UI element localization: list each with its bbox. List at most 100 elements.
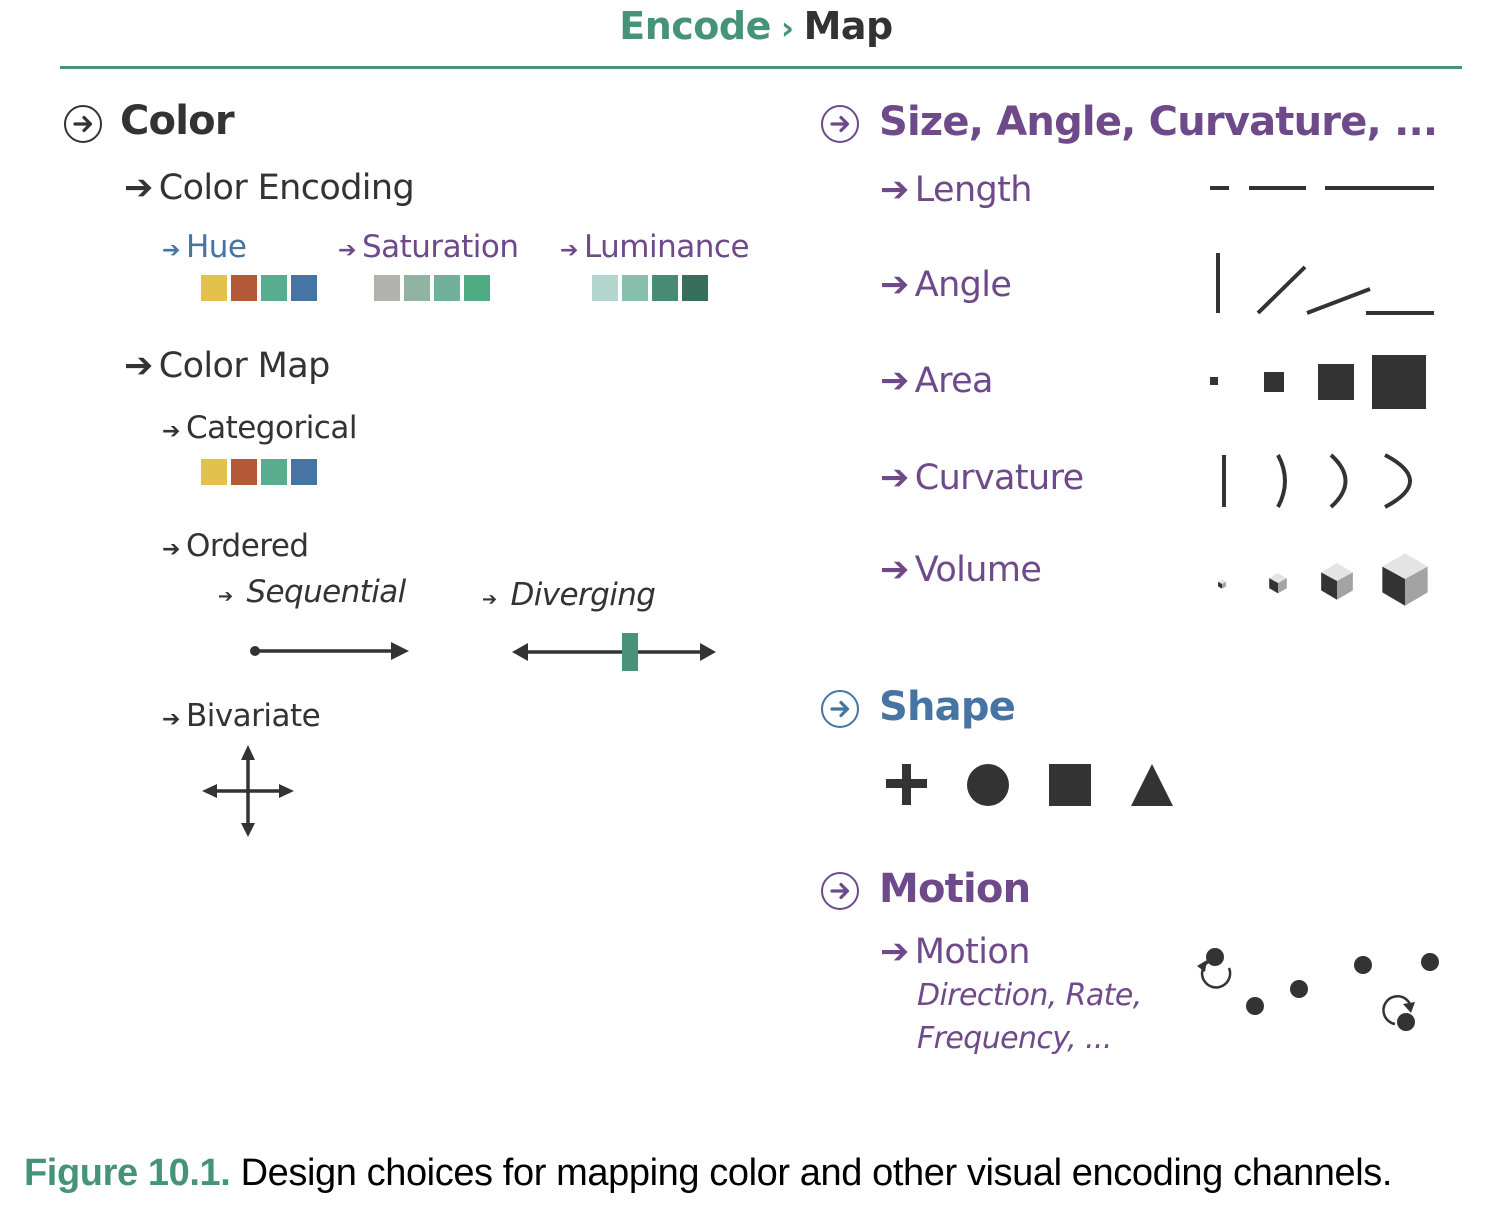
sequential-heading: ➔Sequential — [218, 574, 406, 610]
triangle-shape-icon — [1131, 764, 1173, 806]
section-title-color: Color — [120, 98, 235, 144]
diverging-arrow-icon — [512, 633, 716, 671]
color-swatch — [652, 275, 678, 301]
motion-rotating-dot-2 — [1382, 994, 1415, 1031]
circled-arrow-right-icon — [821, 872, 859, 910]
area-mark-3 — [1318, 364, 1354, 400]
circled-arrow-right-icon — [821, 690, 859, 728]
color-swatch — [434, 275, 460, 301]
circle-shape-icon — [967, 764, 1009, 806]
size-item-length: ➔Length — [880, 170, 1032, 210]
angle-marks — [1216, 253, 1434, 315]
color-map-heading: ➔Color Map — [124, 346, 330, 386]
motion-dot — [1290, 980, 1308, 998]
arrow-right-icon: ➔ — [880, 170, 909, 210]
size-item-volume: ➔Volume — [880, 550, 1042, 590]
curve-mark-3 — [1384, 453, 1412, 509]
area-mark-4 — [1372, 355, 1426, 409]
square-shape-icon — [1049, 764, 1091, 806]
caption-text: Design choices for mapping color and oth… — [240, 1152, 1393, 1194]
length-marks — [1210, 186, 1434, 190]
color-swatch — [374, 275, 400, 301]
color-swatch — [404, 275, 430, 301]
sequential-arrow-icon — [250, 642, 409, 660]
arrow-right-icon: ➔ — [162, 419, 180, 444]
color-swatch — [464, 275, 490, 301]
area-mark-2 — [1264, 372, 1284, 392]
angle-mark-45 — [1256, 265, 1307, 315]
color-swatch — [201, 459, 227, 485]
luminance-swatches — [592, 275, 708, 301]
color-swatch — [592, 275, 618, 301]
hue-heading: ➔Hue — [162, 229, 247, 265]
page-title: Encode›Map — [0, 4, 1512, 48]
arrow-right-icon: ➔ — [880, 932, 909, 972]
circled-arrow-right-icon — [821, 105, 859, 143]
arrow-right-icon: ➔ — [482, 589, 497, 610]
arrow-right-icon: ➔ — [162, 707, 180, 732]
angle-mark-22 — [1306, 287, 1371, 315]
size-item-curvature: ➔Curvature — [880, 458, 1084, 498]
arrow-right-icon: ➔ — [124, 168, 153, 208]
area-mark-1 — [1210, 377, 1218, 385]
color-swatch — [261, 459, 287, 485]
breadcrumb-current: Map — [803, 4, 894, 48]
arrow-right-icon: ➔ — [880, 550, 909, 590]
arrow-right-icon: ➔ — [880, 361, 909, 401]
section-title-motion: Motion — [879, 866, 1031, 912]
color-swatch — [231, 275, 257, 301]
arrow-right-icon: ➔ — [880, 265, 909, 305]
bivariate-cross-arrows-icon — [202, 745, 294, 837]
curvature-marks — [1222, 453, 1412, 509]
color-swatch — [261, 275, 287, 301]
curve-mark-1 — [1276, 454, 1287, 508]
figure-label: Figure 10.1. — [24, 1152, 231, 1194]
arrow-right-icon: ➔ — [560, 238, 578, 263]
volume-mark-2 — [1269, 573, 1287, 594]
motion-rotating-dot-1 — [1197, 948, 1232, 989]
arrow-right-icon: ➔ — [218, 586, 233, 607]
size-item-area: ➔Area — [880, 361, 993, 401]
color-swatch — [291, 275, 317, 301]
volume-mark-4 — [1382, 553, 1428, 606]
volume-mark-1 — [1218, 579, 1226, 589]
arrow-right-icon: ➔ — [338, 238, 356, 263]
volume-mark-3 — [1321, 563, 1353, 600]
section-title-shape: Shape — [879, 684, 1016, 730]
motion-detail-line1: Direction, Rate, — [917, 978, 1142, 1013]
arrow-right-icon: ➔ — [124, 346, 153, 386]
circled-arrow-right-icon — [64, 105, 102, 143]
diverging-heading: ➔Diverging — [482, 577, 656, 613]
color-swatch — [622, 275, 648, 301]
plus-shape-icon — [886, 764, 927, 805]
saturation-heading: ➔Saturation — [338, 229, 519, 265]
hue-swatches — [201, 275, 317, 301]
arrow-right-icon: ➔ — [162, 537, 180, 562]
categorical-heading: ➔Categorical — [162, 410, 357, 446]
area-marks — [1210, 355, 1426, 409]
motion-dot — [1421, 953, 1439, 971]
volume-marks — [1218, 553, 1428, 606]
luminance-heading: ➔Luminance — [560, 229, 750, 265]
arrow-right-icon: ➔ — [162, 238, 180, 263]
curve-mark-2 — [1329, 453, 1348, 509]
color-swatch — [201, 275, 227, 301]
arrow-right-icon: ➔ — [880, 458, 909, 498]
color-swatch — [231, 459, 257, 485]
breadcrumb-parent: Encode — [619, 4, 771, 48]
motion-dot — [1354, 956, 1372, 974]
size-item-angle: ➔Angle — [880, 265, 1012, 305]
motion-detail-line2: Frequency, ... — [917, 1021, 1112, 1056]
motion-marks — [1197, 948, 1439, 1031]
breadcrumb-separator: › — [780, 9, 794, 47]
motion-item: ➔Motion — [880, 932, 1030, 972]
figure-caption: Figure 10.1. Design choices for mapping … — [24, 1152, 1392, 1195]
color-swatch — [682, 275, 708, 301]
color-swatch — [291, 459, 317, 485]
color-encoding-heading: ➔Color Encoding — [124, 168, 415, 208]
section-title-size: Size, Angle, Curvature, ... — [879, 99, 1438, 145]
motion-dot — [1246, 997, 1264, 1015]
diverging-midpoint — [622, 633, 638, 671]
ordered-heading: ➔Ordered — [162, 528, 309, 564]
categorical-swatches — [201, 459, 317, 485]
